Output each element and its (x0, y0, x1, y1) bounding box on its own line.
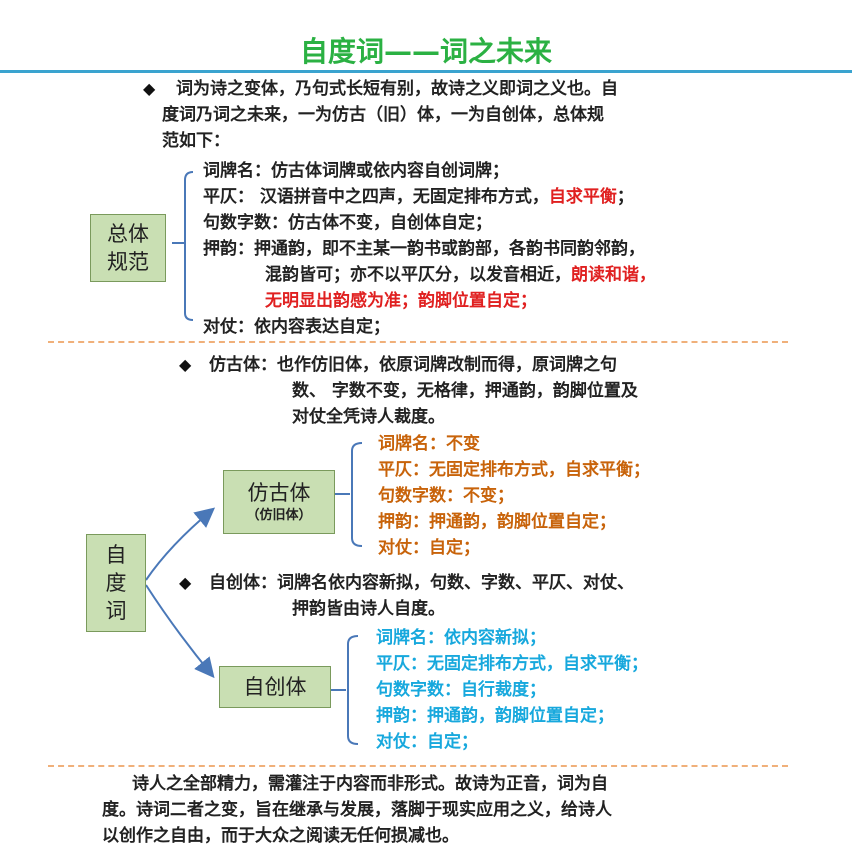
conclusion-line-2: 度。诗词二者之变，旨在继承与发展，落脚于现实应用之义，给诗人 (102, 800, 612, 820)
fanggu-item-yayun: 押韵：押通韵，韵脚位置自定； (378, 512, 616, 532)
zichuang-item-pingze: 平仄：无固定排布方式，自求平衡； (376, 654, 648, 674)
divider-bottom (48, 765, 788, 767)
page-title: 自度词——词之未来 (299, 35, 552, 68)
fanggu-desc-line-1: 仿古体：也作仿旧体，依原词牌改制而得，原词牌之句 (209, 355, 617, 375)
overall-rules-box: 总体规范 (90, 214, 166, 282)
zichuang-item-duizhang: 对仗：自定； (376, 732, 478, 752)
arrow-to-fanggu (145, 507, 216, 581)
bullet-diamond-icon: ◆ (179, 573, 192, 592)
divider-top (48, 341, 788, 343)
fanggu-item-duizhang: 对仗：自定； (378, 538, 480, 558)
overall-cipai: 词牌名：仿古体词牌或依内容自创词牌； (203, 161, 509, 181)
fanggu-desc-line-2: 数、 字数不变，无格律，押通韵，韵脚位置及 (292, 381, 638, 401)
zidu-ci-box: 自度词 (86, 534, 146, 632)
fanggu-item-cipai: 词牌名：不变 (378, 434, 480, 454)
title-underline (0, 70, 852, 73)
overall-yayun-highlight: 朗读和谐， (571, 265, 656, 285)
fanggu-item-jushu: 句数字数：不变； (378, 486, 514, 506)
bullet-diamond-icon: ◆ (179, 355, 192, 374)
zichuang-desc-line-1: 自创体：词牌名依内容新拟，句数、字数、平仄、对仗、 (209, 573, 634, 593)
overall-yayun-line-2: 混韵皆可；亦不以平仄分，以发音相近，朗读和谐， (265, 262, 656, 288)
zidu-box-char-3: 词 (105, 599, 127, 623)
zidu-box-char-2: 度 (105, 571, 127, 595)
arrow-to-zichuang (145, 584, 215, 679)
zidu-box-char-1: 自 (105, 543, 127, 567)
fanggu-bracket (334, 442, 363, 547)
zichuang-item-yayun: 押韵：押通韵，韵脚位置自定； (376, 706, 614, 726)
overall-jushu: 句数字数：仿古体不变，自创体自定； (203, 213, 492, 233)
fanggu-box: 仿古体 （仿旧体） (223, 470, 335, 534)
fanggu-desc-line-3: 对仗全凭诗人裁度。 (292, 407, 445, 427)
overall-pingze-highlight: 自求平衡 (548, 187, 617, 207)
zichuang-bracket (330, 635, 359, 745)
overall-box-line-2: 规范 (107, 250, 149, 274)
overall-pingze: 平仄： 汉语拼音中之四声，无固定排布方式，自求平衡； (203, 184, 634, 210)
fanggu-item-pingze: 平仄：无固定排布方式，自求平衡； (378, 460, 650, 480)
bullet-diamond-icon: ◆ (143, 79, 156, 98)
overall-yayun-text: 混韵皆可；亦不以平仄分，以发音相近， (265, 265, 571, 285)
conclusion-line-3: 以创作之自由，而于大众之阅读无任何损减也。 (102, 826, 459, 846)
fanggu-box-label: 仿古体 (247, 481, 311, 505)
overall-bracket (172, 171, 194, 321)
overall-intro-line-2: 度词乃词之未来，一为仿古（旧）体，一为自创体，总体规 (162, 105, 604, 125)
overall-yayun-line-1: 押韵：押通韵，即不主某一韵书或韵部，各韵书同韵邻韵， (203, 239, 645, 259)
overall-yayun-line-3: 无明显出韵感为准；韵脚位置自定； (265, 291, 537, 311)
fanggu-box-sublabel: （仿旧体） (246, 508, 312, 523)
zichuang-box: 自创体 (219, 666, 331, 708)
overall-intro-line-3: 范如下： (162, 131, 230, 151)
zichuang-desc-line-2: 押韵皆由诗人自度。 (292, 599, 445, 619)
overall-pingze-text: 平仄： 汉语拼音中之四声，无固定排布方式， (203, 187, 549, 207)
overall-intro-line-1: 词为诗之变体，乃句式长短有别，故诗之义即词之义也。自 (176, 79, 618, 99)
overall-box-line-1: 总体 (107, 222, 149, 246)
overall-duizhang: 对仗：依内容表达自定； (203, 317, 390, 337)
zichuang-item-cipai: 词牌名：依内容新拟； (376, 628, 546, 648)
conclusion-line-1: 诗人之全部精力，需灌注于内容而非形式。故诗为正音，词为自 (132, 774, 608, 794)
overall-pingze-end: ； (616, 187, 634, 207)
zichuang-item-jushu: 句数字数：自行裁度； (376, 680, 546, 700)
